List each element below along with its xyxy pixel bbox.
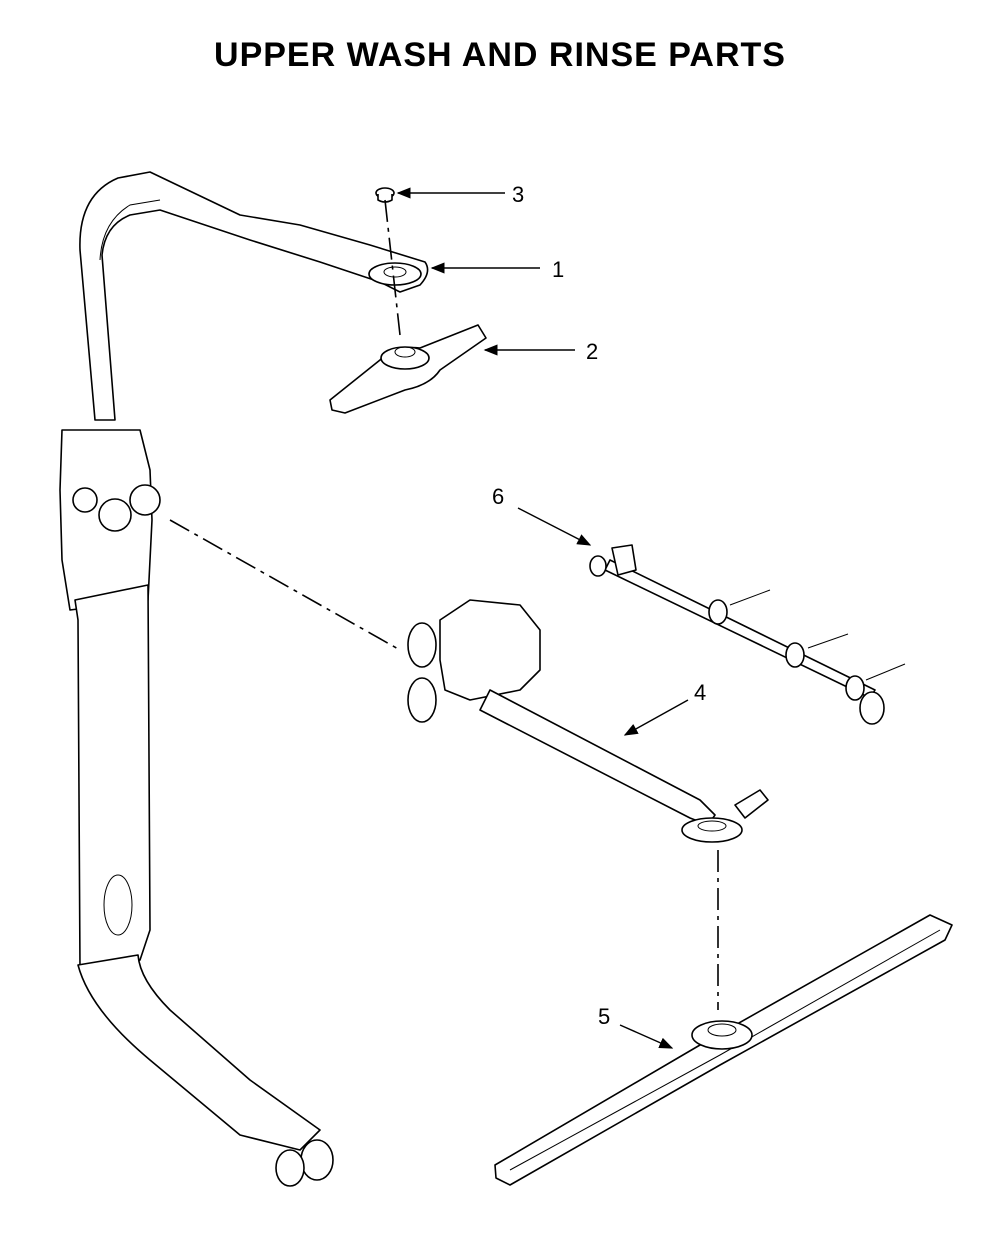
- supply-tube: [59, 171, 429, 1187]
- callout-1: 1: [552, 257, 564, 282]
- part-5-lower-spray-arm: [494, 914, 953, 1186]
- callout-5: 5: [598, 1004, 610, 1029]
- callout-3: 3: [512, 182, 524, 207]
- callout-4: 4: [694, 680, 706, 705]
- part-6-rod-assembly: [589, 544, 906, 725]
- leader-lines: [396, 187, 689, 1049]
- callout-2: 2: [586, 339, 598, 364]
- diagram-title: UPPER WASH AND RINSE PARTS: [214, 36, 786, 74]
- part-4-manifold-assembly: [407, 599, 769, 843]
- part-3-cap: [375, 187, 395, 203]
- part-2-upper-spray-arm: [329, 324, 487, 414]
- callout-6: 6: [492, 484, 504, 509]
- alignment-lines: [169, 199, 719, 1010]
